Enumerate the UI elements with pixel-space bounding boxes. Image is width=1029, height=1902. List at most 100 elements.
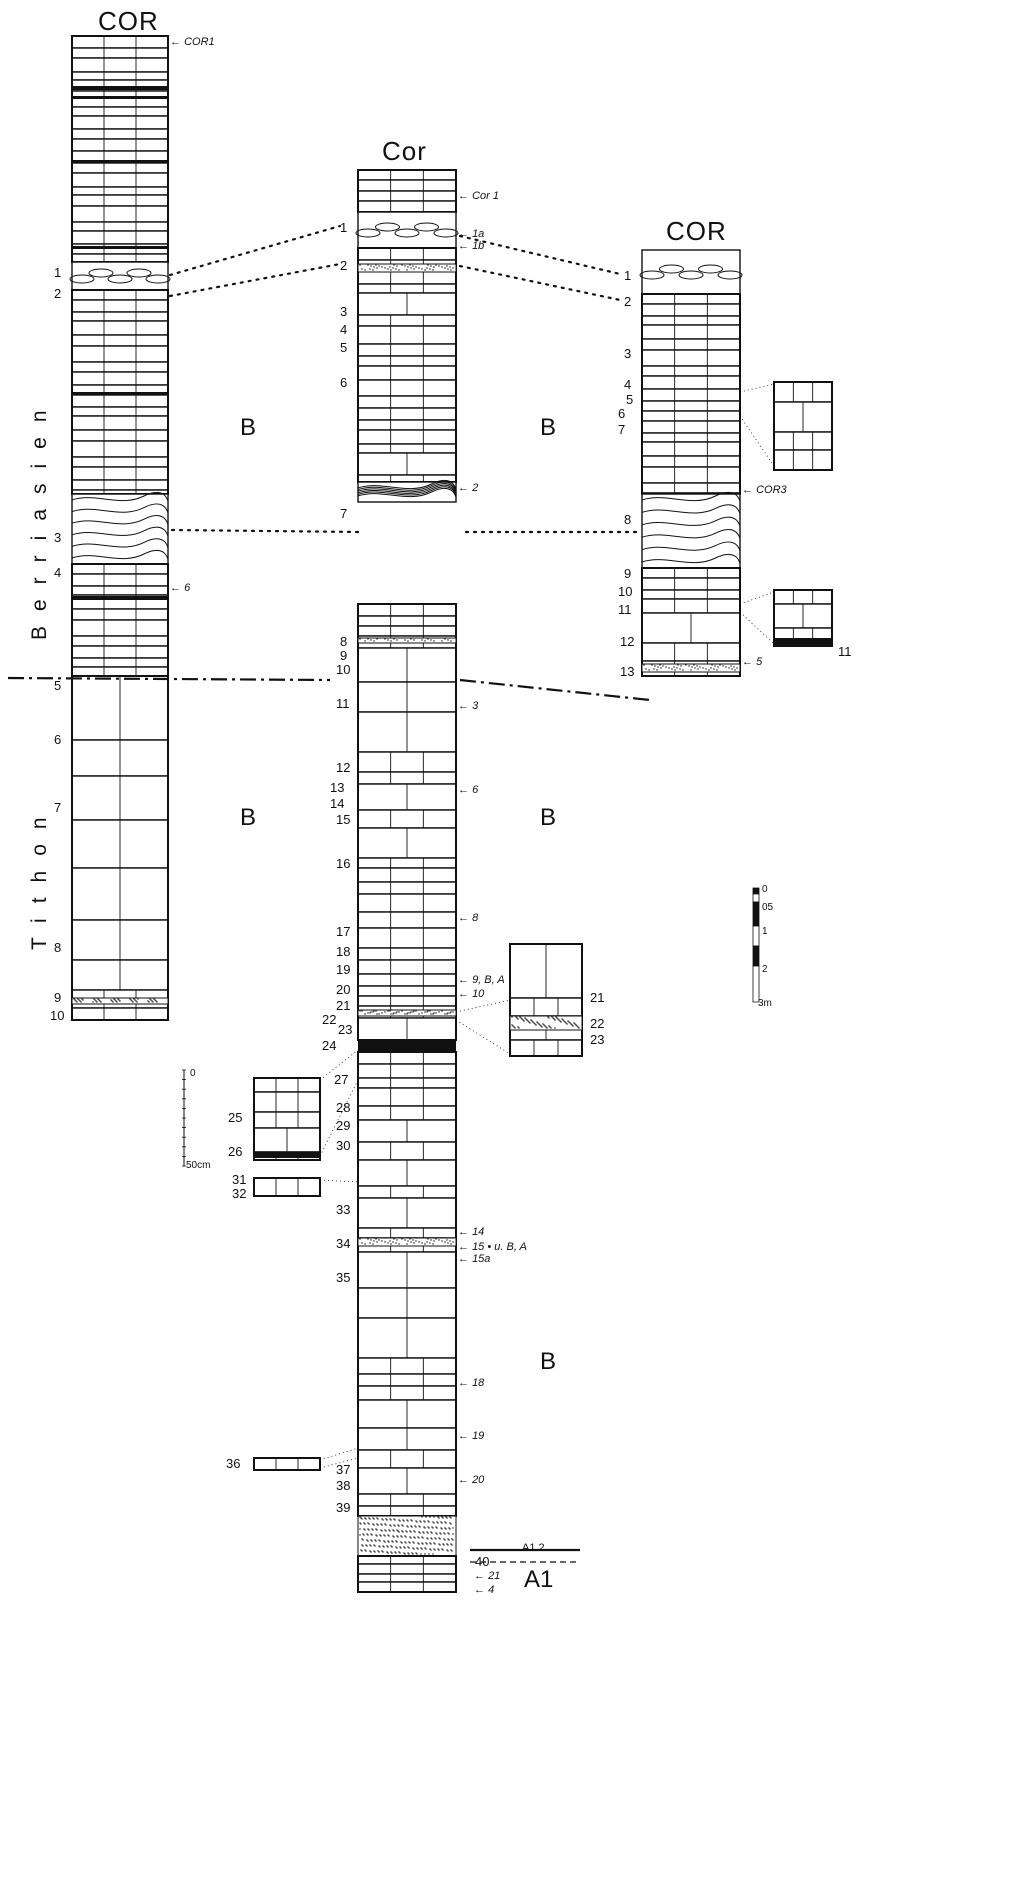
- sand-grain: [391, 1552, 392, 1553]
- sand-grain: [448, 1527, 449, 1528]
- sand-grain: [410, 638, 411, 639]
- limestone-bed: [358, 1494, 456, 1506]
- sand-grain: [519, 1016, 520, 1017]
- sand-grain: [389, 1010, 390, 1011]
- sand-grain: [432, 1243, 433, 1244]
- sand-grain: [429, 268, 430, 269]
- sand-grain: [398, 1243, 399, 1244]
- sand-grain: [367, 638, 368, 639]
- sand-grain: [371, 1540, 372, 1541]
- sand-grain: [428, 1521, 429, 1522]
- sand-grain: [359, 264, 360, 265]
- limestone-bed: [72, 222, 168, 231]
- sand-grain: [132, 1001, 133, 1002]
- zone-label: B: [540, 804, 556, 832]
- sand-grain: [578, 1027, 579, 1028]
- sand-grain: [378, 1551, 379, 1552]
- sand-grain: [425, 1516, 426, 1517]
- sand-grain: [407, 1520, 408, 1521]
- sand-grain: [379, 1546, 380, 1547]
- sand-grain: [361, 1242, 362, 1243]
- sand-grain: [408, 1541, 409, 1542]
- sand-grain: [361, 1010, 362, 1011]
- sand-grain: [516, 1017, 517, 1018]
- sand-grain: [368, 1529, 369, 1530]
- sand-grain: [440, 1533, 441, 1534]
- sand-grain: [361, 1518, 362, 1519]
- sand-grain: [153, 998, 154, 999]
- sand-grain: [429, 1516, 430, 1517]
- bed-number: 3: [624, 346, 631, 361]
- sample-label: 21: [488, 1570, 500, 1582]
- sand-grain: [381, 1012, 382, 1013]
- limestone-bed: [358, 170, 456, 180]
- limestone-bed: [774, 432, 832, 450]
- scale-label: 3m: [758, 998, 772, 1009]
- limestone-bed: [358, 882, 456, 894]
- sand-grain: [415, 1526, 416, 1527]
- sand-grain: [441, 640, 442, 641]
- sand-grain: [422, 1543, 423, 1544]
- bed-number: 4: [54, 565, 61, 580]
- sand-grain: [401, 1524, 402, 1525]
- sand-grain: [387, 1242, 388, 1243]
- sand-grain: [437, 1548, 438, 1549]
- sand-grain: [679, 668, 680, 669]
- limestone-bed: [72, 636, 168, 646]
- sand-grain: [359, 1522, 360, 1523]
- sand-grain: [448, 1539, 449, 1540]
- limestone-bed: [72, 416, 168, 430]
- sand-grain: [376, 1013, 377, 1014]
- sand-grain: [376, 1523, 377, 1524]
- correlation-line: [170, 264, 340, 296]
- limestone-bed: [358, 396, 456, 408]
- sand-grain: [361, 1550, 362, 1551]
- sand-grain: [425, 1542, 426, 1543]
- sand-grain: [451, 1538, 452, 1539]
- sand-grain: [439, 1532, 440, 1533]
- bed-number: 5: [340, 340, 347, 355]
- sand-grain: [532, 1021, 533, 1022]
- scale-bar-segment: [753, 966, 759, 1002]
- sand-grain: [371, 1534, 372, 1535]
- sand-grain: [97, 998, 98, 999]
- sand-grain: [110, 999, 111, 1000]
- sand-grain: [420, 1521, 421, 1522]
- section-title-left: COR: [98, 6, 159, 37]
- sand-grain: [364, 269, 365, 270]
- sand-grain: [441, 1528, 442, 1529]
- sand-grain: [443, 1544, 444, 1545]
- bed-number: 15: [336, 812, 350, 827]
- sand-grain: [100, 1001, 101, 1002]
- sand-grain: [409, 1238, 410, 1239]
- sand-grain: [668, 667, 669, 668]
- sand-grain: [372, 1243, 373, 1244]
- sand-grain: [365, 1544, 366, 1545]
- limestone-bed: [642, 304, 740, 316]
- sand-grain: [403, 1520, 404, 1521]
- sand-grain: [404, 1013, 405, 1014]
- sand-grain: [648, 669, 649, 670]
- sand-grain: [407, 1546, 408, 1547]
- sand-grain: [385, 1530, 386, 1531]
- sand-grain: [410, 267, 411, 268]
- sand-grain: [736, 667, 737, 668]
- sand-grain: [378, 1239, 379, 1240]
- sand-grain: [117, 998, 118, 999]
- sand-grain: [96, 1001, 97, 1002]
- sand-grain: [412, 265, 413, 266]
- sand-grain: [366, 1545, 367, 1546]
- limestone-bed: [358, 1564, 456, 1574]
- sand-grain: [424, 1553, 425, 1554]
- limestone-bed: [642, 294, 740, 304]
- detail-leader-line: [456, 1000, 510, 1012]
- sand-grain: [563, 1020, 564, 1021]
- sand-grain: [381, 1240, 382, 1241]
- sand-grain: [411, 1520, 412, 1521]
- sand-grain: [380, 1535, 381, 1536]
- sand-grain: [441, 1516, 442, 1517]
- detail-leader-line: [740, 592, 774, 604]
- bed-number: 34: [336, 1236, 350, 1251]
- sand-grain: [396, 1529, 397, 1530]
- sand-grain: [435, 1538, 436, 1539]
